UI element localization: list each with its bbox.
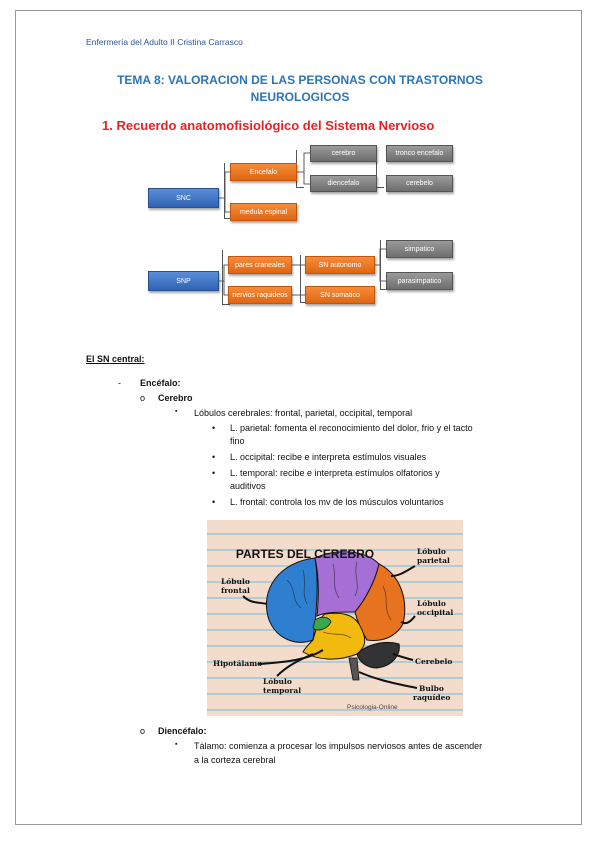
o-bullet-1: o bbox=[140, 393, 146, 403]
dot-bullet-2: • bbox=[212, 452, 216, 462]
diencefalo-item: Diencéfalo: bbox=[158, 726, 207, 736]
talamo-line-1: Tálamo: comienza a procesar los impulsos… bbox=[194, 741, 483, 751]
label-parietal-2: parietal bbox=[417, 556, 450, 565]
page-header: Enfermería del Adulto II Cristina Carras… bbox=[86, 37, 243, 47]
dot-bullet-4: • bbox=[212, 497, 216, 507]
dash-bullet: - bbox=[118, 378, 121, 388]
green-region-shape bbox=[312, 616, 332, 631]
parietal-line-1: L. parietal: fomenta el reconocimiento d… bbox=[230, 423, 473, 433]
parietal-line-2: fino bbox=[230, 436, 245, 446]
temporal-line-2: auditivos bbox=[230, 481, 266, 491]
medula-box: medula espinal bbox=[230, 203, 297, 221]
label-cerebelo: Cerebelo bbox=[415, 657, 452, 666]
cerebelo-box: cerebelo bbox=[386, 175, 453, 192]
label-bulbo-2: raquídeo bbox=[413, 693, 450, 702]
encefalo-box: Encefalo bbox=[230, 163, 297, 181]
occipital-item: L. occipital: recibe e interpreta estímu… bbox=[230, 452, 427, 462]
tronco-box: tronco encefalo bbox=[386, 145, 453, 162]
label-parietal-1: Lóbulo bbox=[417, 547, 446, 556]
sn-central-heading: El SN central: bbox=[86, 354, 145, 364]
occipital-lobe-shape bbox=[354, 563, 406, 641]
frontal-item: L. frontal: controla los mv de los múscu… bbox=[230, 497, 444, 507]
brainstem-shape bbox=[348, 657, 360, 681]
title-line-2: NEUROLOGICOS bbox=[250, 90, 350, 104]
diencefalo-box: diencefalo bbox=[310, 175, 377, 192]
section-heading: 1. Recuerdo anatomofisiológico del Siste… bbox=[102, 118, 435, 133]
temporal-line-1: L. temporal: recibe e interpreta estímul… bbox=[230, 468, 440, 478]
snc-box: SNC bbox=[148, 188, 219, 208]
nervios-box: nervios raquideos bbox=[228, 286, 292, 304]
label-frontal-2: frontal bbox=[221, 586, 250, 595]
document-title: TEMA 8: VALORACION DE LAS PERSONAS CON T… bbox=[100, 72, 500, 106]
square-bullet-1: ▪ bbox=[175, 408, 178, 415]
page-frame bbox=[15, 10, 582, 825]
label-occipital-1: Lóbulo bbox=[417, 599, 446, 608]
figure-arrows bbox=[242, 565, 418, 689]
label-frontal-1: Lóbulo bbox=[221, 577, 250, 586]
dot-bullet-1: • bbox=[212, 423, 216, 433]
label-temporal-2: temporal bbox=[263, 686, 301, 695]
dot-bullet-3: • bbox=[212, 468, 216, 478]
parasimpatico-box: parasimpatico bbox=[386, 272, 453, 290]
somatico-box: SN somatico bbox=[305, 286, 375, 304]
autonomo-box: SN autonomo bbox=[305, 256, 375, 274]
square-bullet-2: ▪ bbox=[175, 741, 178, 748]
brain-figure: PARTES DEL CEREBRO Lóbulo parietal Lóbul… bbox=[207, 520, 463, 716]
encefalo-item: Encéfalo: bbox=[140, 378, 181, 388]
snp-box: SNP bbox=[148, 271, 219, 291]
label-occipital-2: occipital bbox=[417, 608, 453, 617]
label-bulbo-1: Bulbo bbox=[419, 684, 444, 693]
simpatico-box: simpatico bbox=[386, 240, 453, 258]
talamo-line-2: a la corteza cerebral bbox=[194, 755, 276, 765]
watermark-text: Psicologia-Online bbox=[347, 704, 398, 711]
o-bullet-2: o bbox=[140, 726, 146, 736]
cerebro-item: Cerebro bbox=[158, 393, 193, 403]
figure-title: PARTES DEL CEREBRO bbox=[236, 547, 374, 561]
lobulos-item: Lóbulos cerebrales: frontal, parietal, o… bbox=[194, 408, 413, 418]
label-temporal-1: Lóbulo bbox=[263, 677, 292, 686]
cerebro-box: cerebro bbox=[310, 145, 377, 162]
pares-box: pares craneales bbox=[228, 256, 292, 274]
label-hipotalamo: Hipotálamo bbox=[213, 659, 262, 668]
title-line-1: TEMA 8: VALORACION DE LAS PERSONAS CON T… bbox=[117, 73, 483, 87]
cerebellum-shape bbox=[356, 641, 400, 669]
